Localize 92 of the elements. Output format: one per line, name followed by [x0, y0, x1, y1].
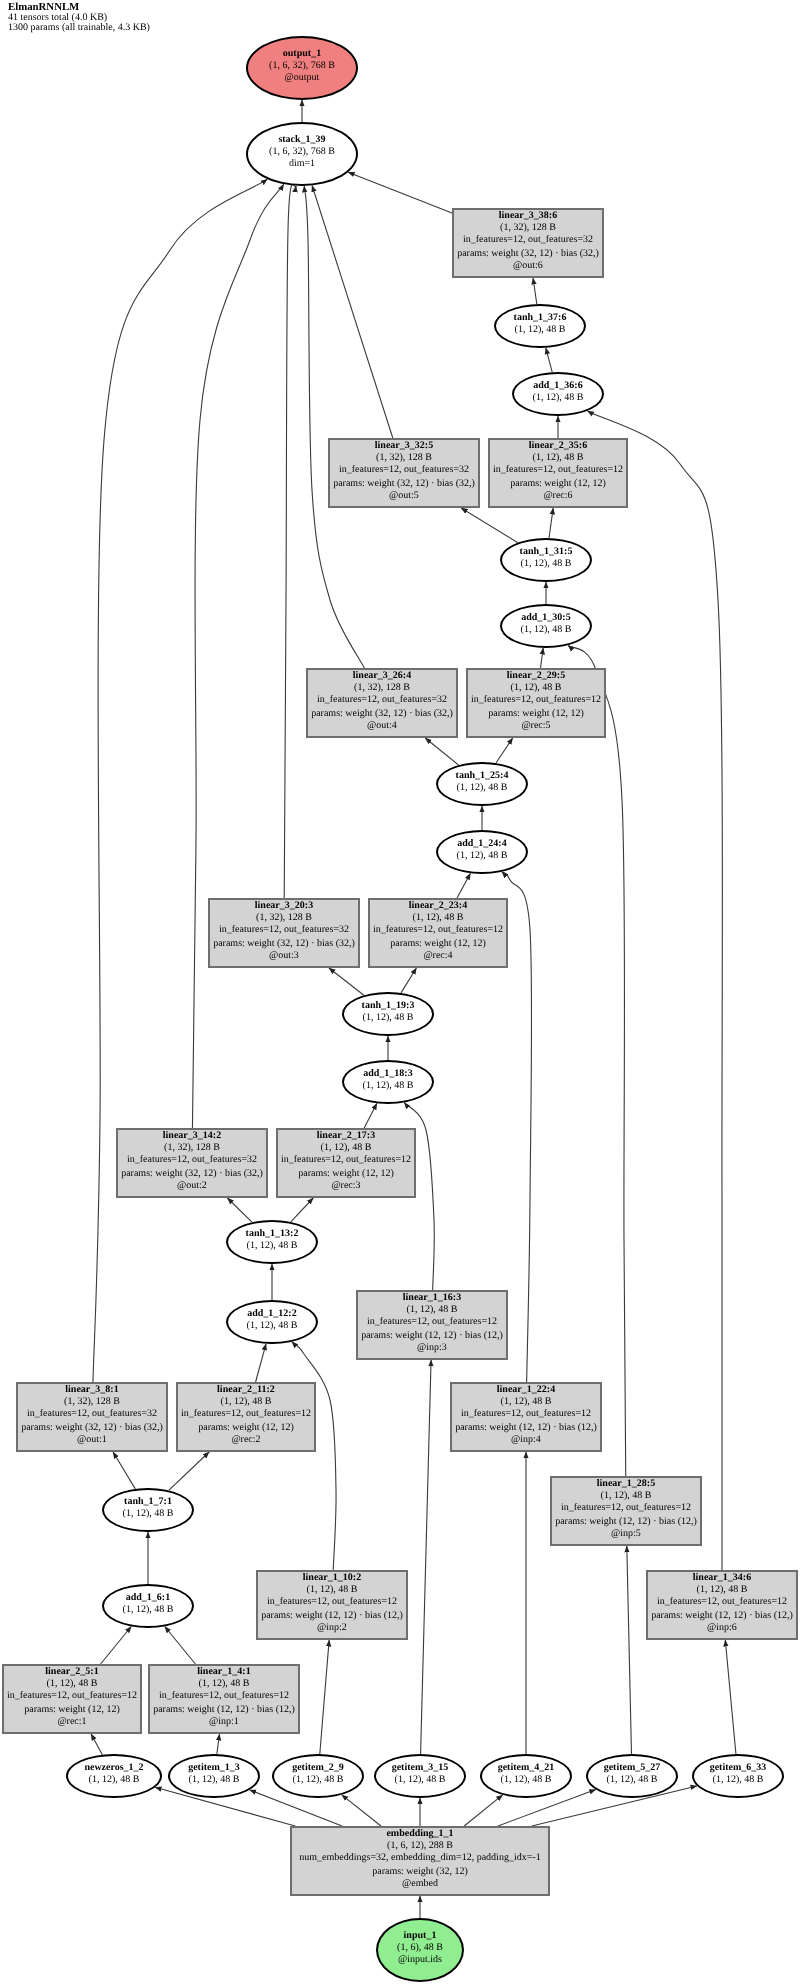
operation-node	[586, 1754, 678, 1798]
arrow	[456, 872, 471, 899]
arrow	[341, 1794, 382, 1827]
operation-node	[272, 1754, 364, 1798]
layer-node	[368, 898, 508, 968]
layer-node	[276, 1128, 416, 1198]
operation-node	[480, 1754, 572, 1798]
arrow	[112, 1451, 136, 1490]
layer-node	[2, 1664, 142, 1734]
arrow	[403, 1102, 435, 1291]
operation-node	[512, 372, 604, 416]
arrow	[328, 967, 365, 996]
layer-node	[176, 1382, 316, 1452]
arrow	[283, 184, 297, 899]
arrow	[501, 871, 533, 1383]
operation-node	[342, 992, 434, 1036]
arrow	[463, 1794, 504, 1827]
arrow	[460, 507, 519, 544]
operation-node	[246, 122, 358, 186]
arrow	[291, 1341, 337, 1571]
arrow	[420, 1359, 434, 1755]
arrow	[586, 410, 723, 1571]
arrow	[100, 1625, 132, 1665]
arrow	[523, 1451, 529, 1755]
arrow	[424, 737, 460, 766]
layer-node	[550, 1476, 702, 1546]
layer-node	[328, 438, 480, 508]
arrow	[249, 1789, 343, 1827]
operation-node	[66, 1754, 162, 1798]
arrow	[215, 1733, 222, 1755]
layer-node	[466, 668, 606, 738]
arrow	[544, 347, 553, 373]
arrow	[567, 644, 627, 1477]
arrow	[548, 507, 555, 539]
operation-node	[374, 1754, 466, 1798]
operation-node	[226, 1220, 318, 1264]
layer-node	[208, 898, 360, 968]
operation-node	[168, 1754, 260, 1798]
arrow	[191, 183, 285, 1129]
arrow	[319, 1639, 332, 1755]
arrow	[92, 178, 268, 1383]
input-node	[376, 1918, 464, 1982]
operation-node	[102, 1488, 194, 1532]
arrow	[164, 1625, 196, 1665]
arrow	[479, 805, 485, 831]
operation-node	[494, 304, 586, 348]
arrow	[302, 185, 365, 669]
operation-node	[436, 830, 528, 874]
arrow	[543, 581, 549, 605]
arrow	[531, 277, 538, 305]
arrow	[299, 99, 305, 123]
layer-node	[452, 208, 604, 278]
arrow	[385, 1035, 391, 1061]
arrow	[417, 1797, 423, 1827]
arrow	[255, 1343, 267, 1383]
layer-node	[116, 1128, 268, 1198]
arrow	[90, 1733, 103, 1756]
arrow	[311, 184, 394, 439]
layer-node	[290, 1826, 550, 1896]
layer-node	[450, 1382, 602, 1452]
arrow	[555, 415, 561, 439]
layer-node	[306, 668, 458, 738]
operation-node	[342, 1060, 434, 1104]
arrow	[168, 1451, 210, 1491]
arrow	[347, 171, 453, 214]
layer-node	[16, 1382, 168, 1452]
arrow	[269, 1263, 275, 1301]
operation-node	[436, 762, 528, 806]
arrow	[723, 1639, 737, 1755]
arrow	[531, 1784, 698, 1827]
arrow	[624, 1545, 633, 1755]
arrow	[363, 1102, 378, 1129]
arrow	[290, 1197, 314, 1223]
output-node	[246, 36, 358, 100]
operation-node	[692, 1754, 784, 1798]
arrow	[154, 1786, 296, 1827]
layer-node	[646, 1570, 798, 1640]
arrow	[400, 967, 417, 994]
layer-node	[356, 1290, 508, 1360]
arrow	[495, 737, 514, 764]
operation-node	[500, 604, 592, 648]
layer-node	[488, 438, 628, 508]
operation-node	[226, 1300, 318, 1344]
arrow	[417, 1895, 423, 1919]
layer-node	[256, 1570, 408, 1640]
arrow	[145, 1531, 151, 1585]
arrow	[226, 1197, 253, 1223]
arrow	[497, 1789, 597, 1827]
operation-node	[500, 538, 592, 582]
layer-node	[148, 1664, 300, 1734]
operation-node	[102, 1584, 194, 1628]
arrow	[539, 647, 545, 669]
